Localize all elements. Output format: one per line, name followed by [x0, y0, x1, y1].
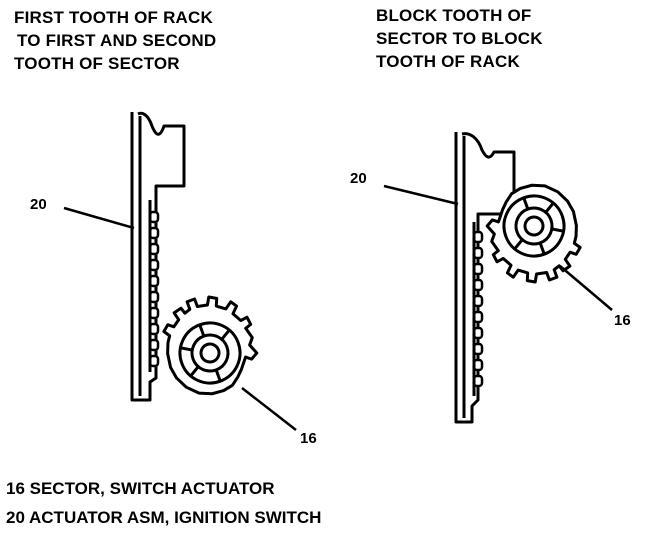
caption-right-line-3: TOOTH OF RACK — [376, 52, 520, 71]
right-actuator-rack — [454, 132, 516, 424]
caption-left-line-1: FIRST TOOTH OF RACK — [14, 8, 213, 27]
callout-left-sector: 16 — [300, 430, 317, 447]
left-actuator-rack — [130, 111, 186, 402]
legend-item-sector: 16 SECTOR, SWITCH ACTUATOR — [6, 479, 275, 498]
caption-left-line-3: TOOTH OF SECTOR — [14, 54, 180, 73]
caption-right: BLOCK TOOTH OF SECTOR TO BLOCK TOOTH OF … — [376, 4, 543, 73]
caption-left-line-2: TO FIRST AND SECOND — [17, 31, 217, 50]
caption-right-line-2: SECTOR TO BLOCK — [376, 29, 543, 48]
legend: 16 SECTOR, SWITCH ACTUATOR 20 ACTUATOR A… — [6, 474, 321, 532]
right-actuator-leader — [383, 184, 459, 206]
left-actuator-leader — [63, 206, 135, 230]
caption-right-line-1: BLOCK TOOTH OF — [376, 6, 532, 25]
right-sector-leader — [559, 265, 613, 311]
callout-right-actuator: 20 — [350, 170, 367, 187]
left-switch-actuator-sector — [149, 282, 271, 407]
left-sector-leader — [241, 387, 297, 431]
legend-item-actuator: 20 ACTUATOR ASM, IGNITION SWITCH — [6, 508, 322, 527]
callout-left-actuator: 20 — [30, 196, 47, 213]
callout-right-sector: 16 — [614, 312, 631, 329]
caption-left: FIRST TOOTH OF RACK TO FIRST AND SECOND … — [14, 6, 216, 75]
